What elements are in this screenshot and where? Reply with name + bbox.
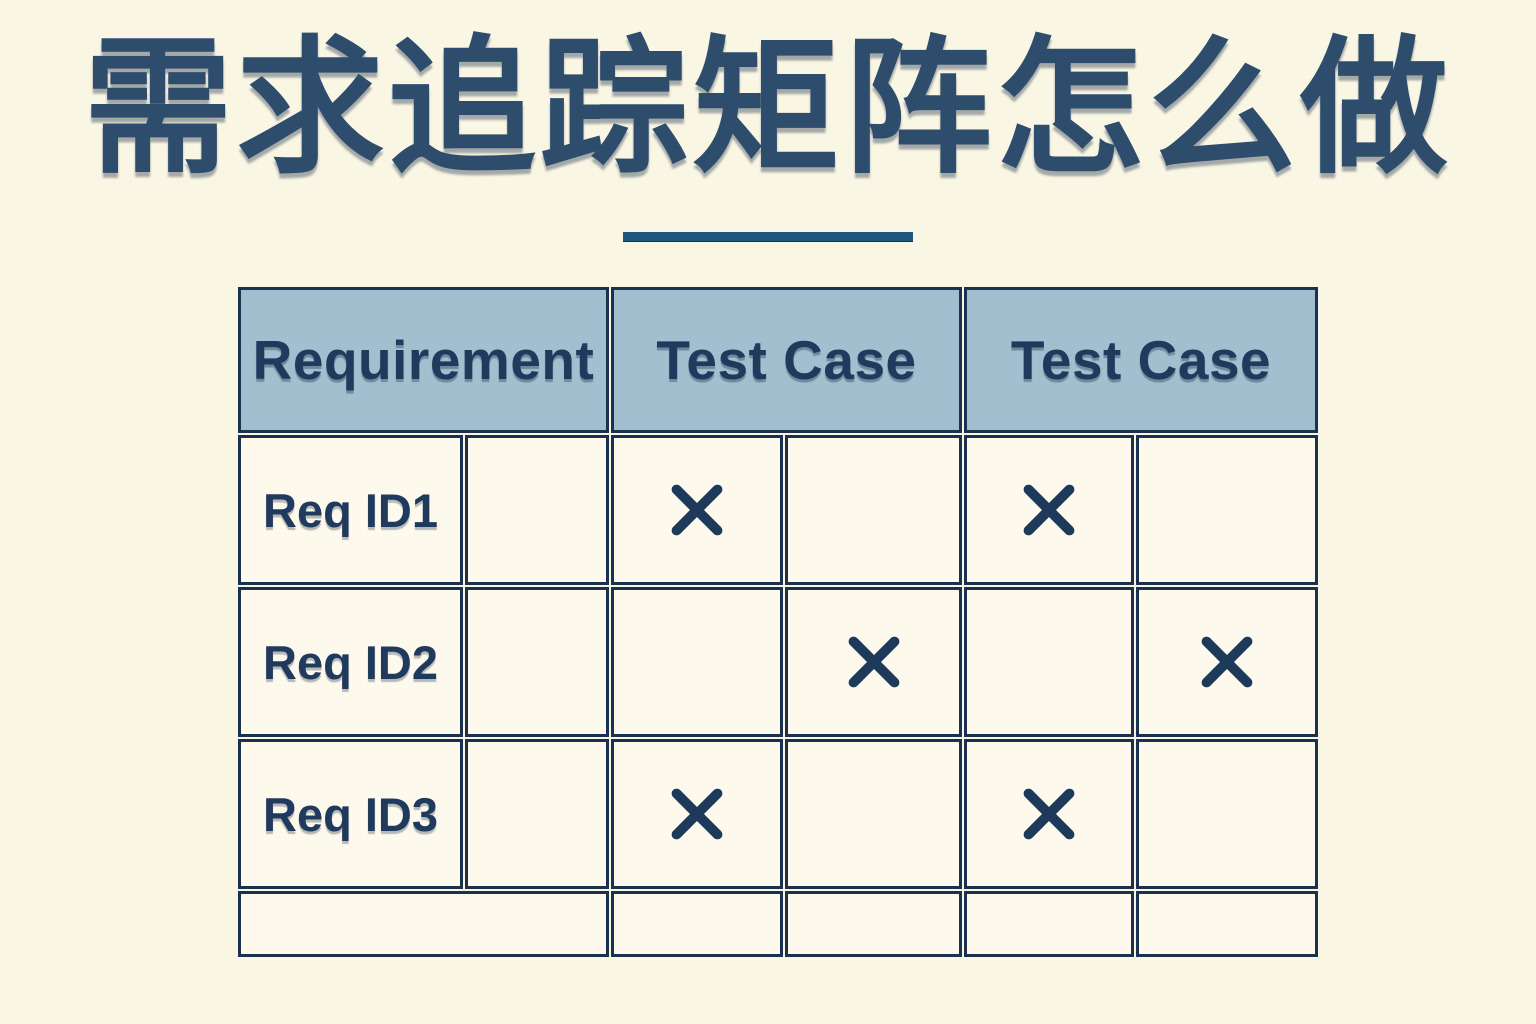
- ghost-cell: [238, 891, 609, 957]
- x-mark-icon: [1201, 636, 1253, 688]
- matrix-cell: [465, 739, 609, 889]
- matrix-cell: [785, 587, 962, 737]
- matrix-cell: [611, 435, 783, 585]
- overflow-cell: [1136, 891, 1318, 957]
- table-row: Req ID3: [238, 739, 1318, 889]
- matrix-cell: [964, 435, 1134, 585]
- header-cell-test-case-2: Test Case: [964, 287, 1318, 433]
- x-mark-icon: [1023, 484, 1075, 536]
- matrix-cell: [1136, 587, 1318, 737]
- traceability-matrix-table: Requirement Test Case Test Case Req ID1 …: [236, 285, 1320, 959]
- matrix-cell: [785, 739, 962, 889]
- overflow-cell: [964, 891, 1134, 957]
- matrix-cell: [611, 739, 783, 889]
- matrix-cell: [964, 587, 1134, 737]
- x-mark-icon: [848, 636, 899, 688]
- x-mark-icon: [671, 484, 723, 536]
- matrix-cell: [465, 435, 609, 585]
- matrix-cell: [785, 435, 962, 585]
- overflow-cell: [785, 891, 962, 957]
- header-cell-test-case-1: Test Case: [611, 287, 962, 433]
- table-overflow-row: [238, 891, 1318, 957]
- req-id-cell: Req ID2: [238, 587, 463, 737]
- header-cell-requirement: Requirement: [238, 287, 609, 433]
- title-underline: [623, 232, 913, 241]
- matrix-cell: [1136, 739, 1318, 889]
- req-id-cell: Req ID1: [238, 435, 463, 585]
- x-mark-icon: [1023, 788, 1075, 840]
- table-row: Req ID2: [238, 587, 1318, 737]
- req-id-cell: Req ID3: [238, 739, 463, 889]
- x-mark-icon: [671, 788, 723, 840]
- matrix-cell: [964, 739, 1134, 889]
- table-row: Req ID1: [238, 435, 1318, 585]
- matrix-cell: [1136, 435, 1318, 585]
- overflow-cell: [611, 891, 783, 957]
- table-header-row: Requirement Test Case Test Case: [238, 287, 1318, 433]
- page-title: 需求追踪矩阵怎么做: [84, 26, 1452, 191]
- matrix-cell: [465, 587, 609, 737]
- matrix-cell: [611, 587, 783, 737]
